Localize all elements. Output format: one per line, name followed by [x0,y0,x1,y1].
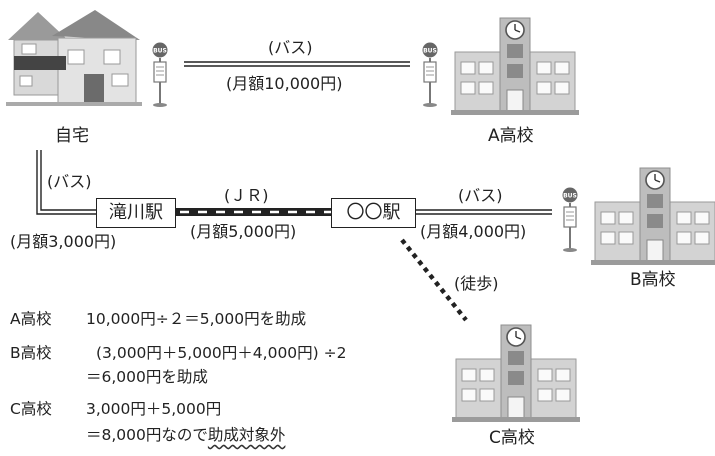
calc-c-label: C高校 [10,400,52,418]
school-a-icon [450,17,580,116]
route-home-takigawa-mode: (バス) [47,172,92,191]
school-a-label: A高校 [488,126,534,146]
takigawa-station-box: 滝川駅 [96,198,176,228]
calc-a-line: 10,000円÷２＝5,000円を助成 [86,310,307,328]
school-b-label: B高校 [630,270,676,290]
bus-stop-icon [561,186,579,253]
route-home-to-school-a [184,61,410,67]
calc-c-line2-prefix: ＝8,000円なので [86,426,208,444]
calc-a-label: A高校 [10,310,52,328]
calc-b-line2: ＝6,000円を助成 [86,368,208,386]
route-station-b-mode: (バス) [458,186,503,205]
route-home-to-takigawa [36,150,96,215]
school-b-icon [590,167,715,266]
bus-stop-icon [151,41,169,108]
route-home-a-mode: (バス) [268,38,313,57]
calc-c-line2: ＝8,000円なので助成対象外 [86,426,286,444]
route-station-c-mode: (徒歩) [454,274,499,293]
calc-b-label: B高校 [10,344,52,362]
school-c-icon [451,324,581,423]
route-home-a-fare: (月額10,000円) [226,74,343,93]
school-c-label: C高校 [489,428,535,448]
route-station-to-school-c [400,238,468,322]
route-station-b-fare: (月額4,000円) [420,222,527,241]
route-jr-mode: (ＪＲ) [224,186,269,205]
route-jr-railway [176,208,331,216]
route-jr-fare: (月額5,000円) [190,222,297,241]
route-home-takigawa-fare: (月額3,000円) [10,232,117,251]
home-label: 自宅 [55,126,89,146]
calc-c-line1: 3,000円＋5,000円 [86,400,222,418]
calc-c-line2-emphasis: 助成対象外 [207,426,286,444]
calc-b-line1: (3,000円＋5,000円＋4,000円) ÷2 [96,344,347,362]
house-icon [6,10,142,106]
other-station-box: 〇〇駅 [331,198,416,228]
route-station-to-school-b [416,209,552,215]
bus-stop-icon [421,41,439,108]
